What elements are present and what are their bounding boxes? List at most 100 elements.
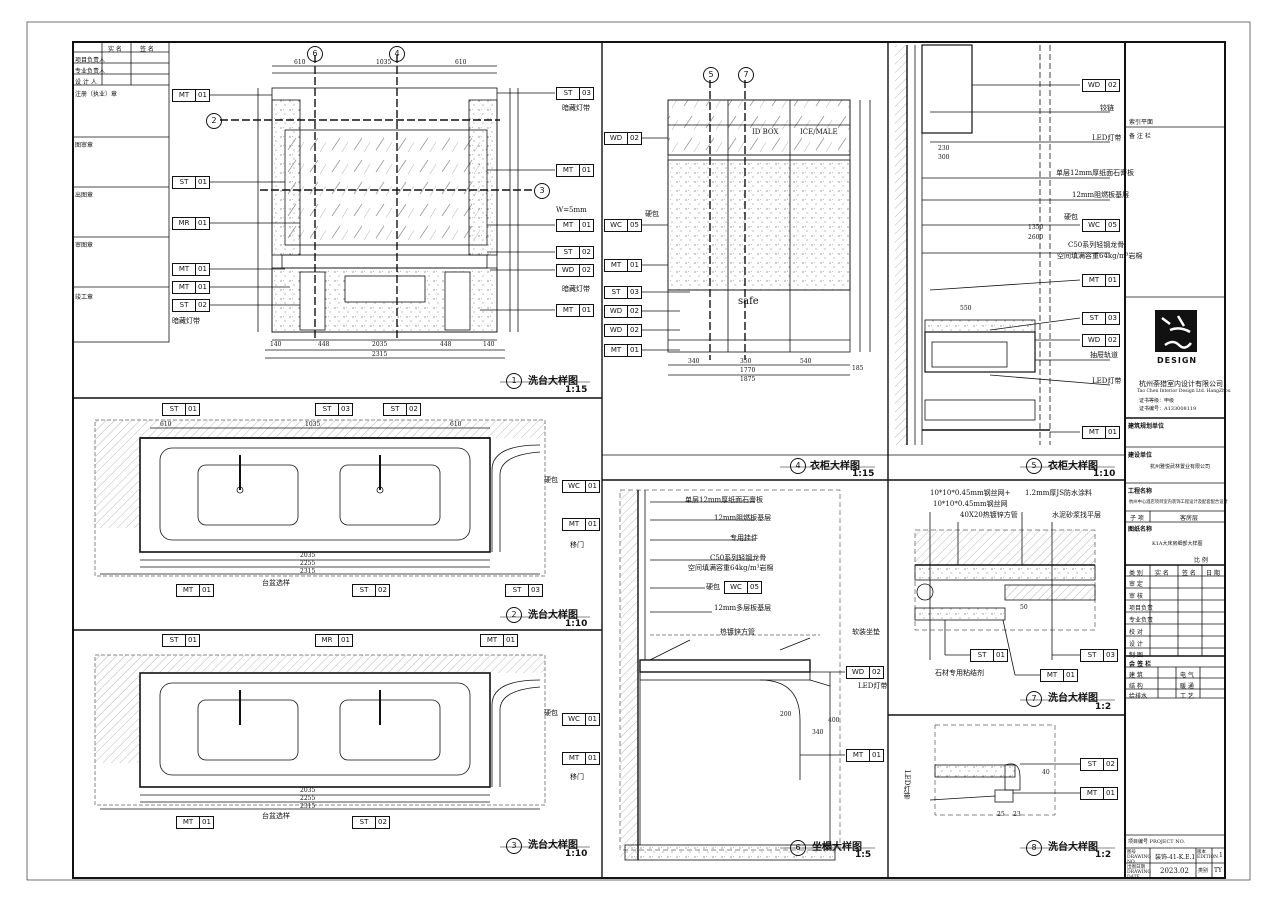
dimension: 610 — [294, 59, 306, 66]
cert-no: 证书编号：A133008119 — [1139, 406, 1197, 412]
dimension: 1035 — [305, 421, 321, 428]
annotation: 暗藏灯带 — [562, 104, 590, 112]
section-marker: 2 — [206, 113, 222, 129]
drawing-number: 3 — [506, 838, 522, 854]
sig-section: 出图章 — [75, 192, 94, 199]
annotation: 12mm阻燃板基层 — [714, 514, 772, 522]
annotation: 硬包 — [1064, 213, 1078, 221]
dimension: 610 — [450, 421, 462, 428]
annotation: LED灯带 — [903, 770, 911, 800]
drawing-title: 衣柜大样图 — [810, 461, 860, 472]
annotation: 水泥砂浆找平层 — [1052, 511, 1101, 519]
cert-level: 证书等级：甲级 — [1139, 398, 1175, 404]
remarks-label: 备 注 栏 — [1129, 133, 1151, 140]
sig-row: 专业负责人 — [75, 68, 106, 75]
drawing-number: 7 — [1026, 691, 1042, 707]
dimension: 230 — [938, 145, 950, 152]
drawing-title: 洗台大样图 — [528, 376, 578, 387]
annotation: 热镀锌方管 — [720, 628, 755, 636]
annotation: 台盆选样 — [262, 812, 290, 820]
dimension: 185 — [852, 365, 864, 372]
dimension: 350 — [740, 358, 752, 365]
annotation: 空间填满容重64kg/m³岩棉 — [688, 564, 774, 572]
company-name: 杭州荼猎室内设计有限公司 — [1139, 380, 1223, 388]
dimension: 23 — [1013, 811, 1021, 818]
dimension: 2255 — [300, 560, 316, 567]
dimension: 2035 — [300, 552, 316, 559]
sig-section: 注册（执业）章 — [75, 91, 118, 98]
annotation: 石材专用粘结剂 — [935, 669, 984, 677]
annotation: 铰链 — [1100, 104, 1114, 112]
drawing-scale: 1:10 — [1093, 469, 1116, 479]
section-marker: 5 — [703, 67, 719, 83]
client-label: 建设单位 — [1128, 452, 1153, 459]
dimension: 448 — [318, 341, 330, 348]
annotation: safe — [738, 296, 759, 307]
drawing-title: 衣柜大样图 — [1048, 461, 1098, 472]
logo-text: DESIGN — [1157, 356, 1198, 365]
sign-row: 专业负责 — [1129, 617, 1154, 624]
annotation: 硬包 — [544, 476, 558, 484]
company-logo — [1155, 310, 1197, 352]
dimension: 340 — [688, 358, 700, 365]
dimension: 340 — [812, 729, 824, 736]
annotation: 单层12mm厚纸面石膏板 — [685, 496, 764, 504]
drawing-title: 坐榻大样图 — [812, 842, 862, 853]
dimension: 1035 — [376, 59, 392, 66]
annotation: 暗藏灯带 — [172, 317, 200, 325]
dimension: 1350 — [1028, 224, 1044, 231]
planning-unit-label: 建筑规划单位 — [1128, 423, 1165, 430]
dimension: 200 — [780, 711, 792, 718]
countersign-label: 会 签 栏 — [1129, 661, 1152, 668]
ratio-label: 比 例 — [1194, 557, 1208, 564]
drawing-no-value: 装饰-41-K.E.1 — [1155, 854, 1196, 861]
drawing-title: 洗台大样图 — [528, 840, 578, 851]
drawing-name-value: K1A大床房细部大样图 — [1152, 541, 1203, 547]
annotation: 1.2mm厚JS防水涂料 — [1025, 489, 1093, 497]
drawing-no-label: 图号 DRAWING NO. — [1127, 850, 1151, 865]
sig-section: 竣工章 — [75, 294, 94, 301]
dimension: 1770 — [740, 367, 756, 374]
sign-row: 校 对 — [1129, 629, 1143, 636]
client-value: 杭州雅悦武林置业有限公司 — [1150, 464, 1211, 470]
annotation: 硬包 — [544, 709, 558, 717]
sig-row: 设 计 人 — [75, 79, 97, 86]
dimension: 2600 — [1028, 234, 1044, 241]
sig-section: 图审章 — [75, 142, 94, 149]
dimension: 540 — [800, 358, 812, 365]
company-name-en: Tao Chen Interior Design Ltd. HangZhou — [1137, 389, 1231, 394]
dimension: 2315 — [372, 351, 388, 358]
edition-label: 版本 EDITION — [1197, 850, 1219, 860]
cs-row: 电 气 — [1180, 672, 1194, 679]
project-value: 杭州中心酒店项目室内装饰工程设计及配套配合设计 — [1129, 500, 1228, 505]
annotation: 10*10*0.45mm钢丝网 — [933, 500, 1008, 508]
